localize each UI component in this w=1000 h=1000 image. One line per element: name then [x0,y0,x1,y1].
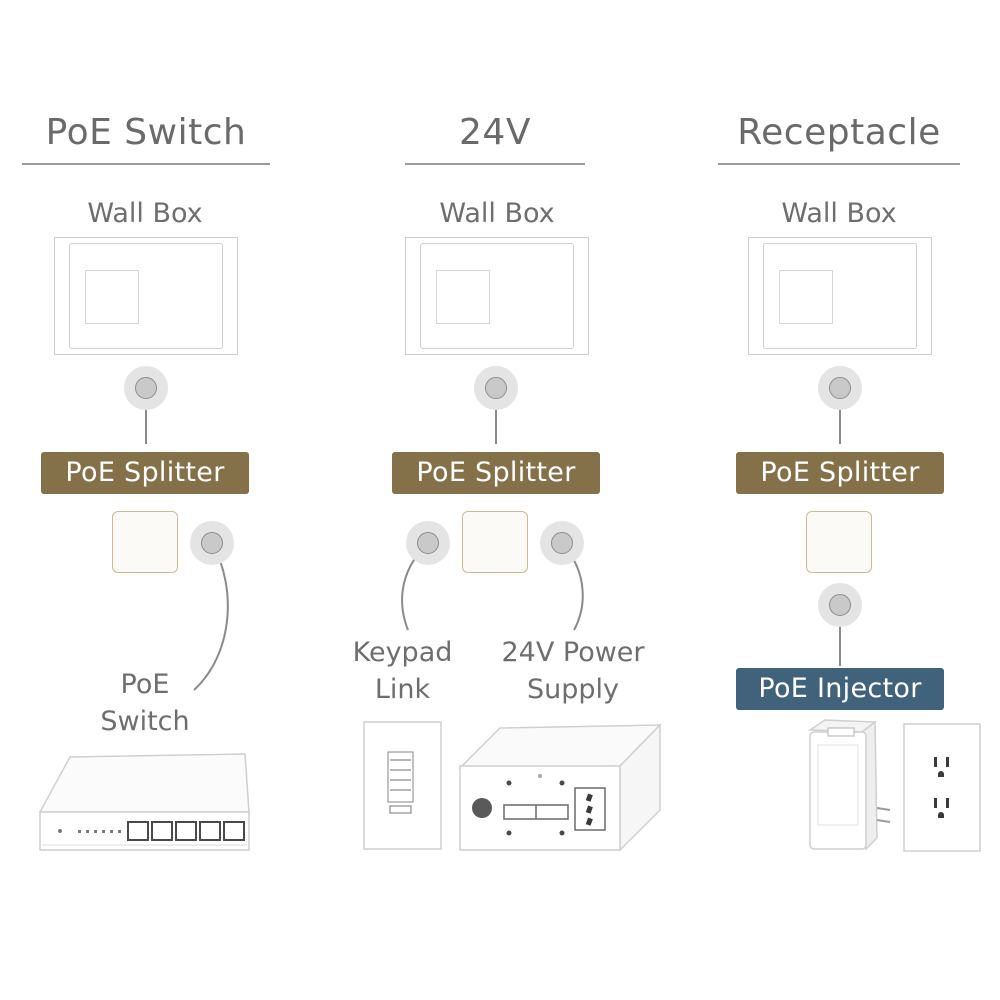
wall-box-1 [54,237,238,355]
power-supply-label: 24V Power Supply [478,634,668,708]
poe-splitter-badge-2: PoE Splitter [392,452,600,494]
poe-splitter-badge-1: PoE Splitter [41,452,249,494]
poe-switch-label: PoE Switch [70,666,220,740]
keypad-link-label: Keypad Link [330,634,475,708]
receptacle-device-icon [903,723,981,852]
poe-switch-label-line1: PoE [120,669,170,700]
poe-injector-device-icon [807,719,891,851]
poe-switch-device-icon [38,753,250,851]
title-rule-poe-switch [22,163,270,165]
keypad-link-label-line1: Keypad [352,637,453,668]
wall-box-2 [405,237,589,355]
poe-splitter-badge-3: PoE Splitter [736,452,944,494]
wall-box-label-2: Wall Box [439,198,555,229]
splitter-port-poe-switch [190,521,234,565]
splitter-port-power [540,521,584,565]
power-supply-label-line2: Supply [526,674,619,705]
wall-box-port-1 [124,366,168,410]
wall-box-label-1: Wall Box [87,198,203,229]
poe-splitter-board-1 [112,511,178,573]
wall-box-port-3 [818,366,862,410]
keypad-link-label-line2: Link [374,674,431,705]
poe-switch-label-line2: Switch [100,706,190,737]
keypad-device-icon [363,721,442,850]
title-poe-switch: PoE Switch [45,112,247,153]
splitter-port-receptacle [818,583,862,627]
wall-box-3 [748,237,932,355]
poe-splitter-board-2 [462,511,528,573]
power-supply-label-line1: 24V Power [501,637,645,668]
splitter-port-keypad [406,521,450,565]
poe-injector-badge: PoE Injector [736,668,944,710]
title-rule-24v [405,163,585,165]
power-supply-device-icon [458,723,662,852]
title-receptacle: Receptacle [737,112,941,153]
wall-box-label-3: Wall Box [781,198,897,229]
title-24v: 24V [459,112,531,153]
wall-box-port-2 [474,366,518,410]
poe-splitter-board-3 [806,511,872,573]
title-rule-receptacle [718,163,960,165]
